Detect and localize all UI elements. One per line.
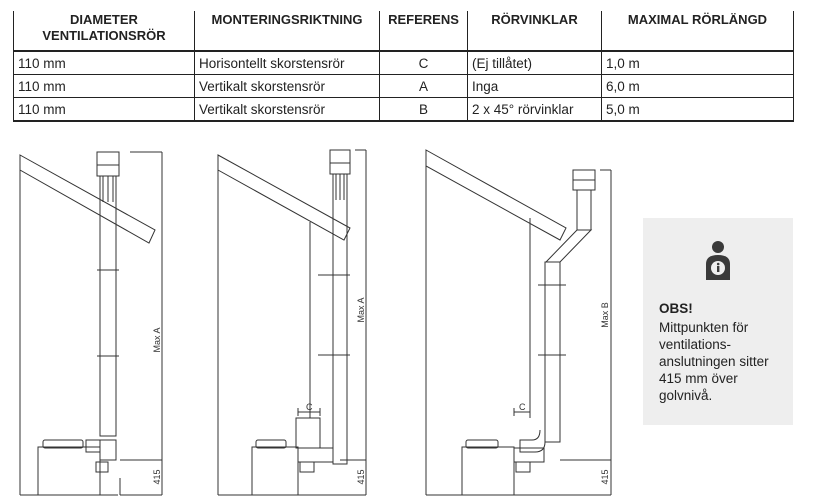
cell-max-length: 1,0 m	[601, 50, 794, 75]
table-row: 110 mm Vertikalt skorstensrör A Inga 6,0…	[13, 74, 794, 98]
label-max-b: Max B	[600, 302, 610, 328]
diagram-vertical-a-left	[19, 151, 163, 496]
vent-pipe	[99, 175, 117, 437]
cell-reference: B	[379, 97, 468, 122]
spec-table: DIAMETER VENTILATIONSRÖR MONTERINGSRIKTN…	[13, 11, 794, 122]
diagram-vertical-b	[425, 149, 612, 496]
vent-pipe	[332, 173, 348, 465]
cell-max-length: 6,0 m	[601, 74, 794, 98]
table-row: 110 mm Horisontellt skorstensrör C (Ej t…	[13, 50, 794, 75]
cell-direction: Vertikalt skorstensrör	[194, 74, 380, 98]
toilet-lid	[255, 439, 287, 449]
cell-angles: 2 x 45° rörvinklar	[467, 97, 602, 122]
cell-diameter: 110 mm	[13, 50, 195, 75]
cell-angles: Inga	[467, 74, 602, 98]
cell-reference: A	[379, 74, 468, 98]
note-title: OBS!	[659, 301, 693, 316]
vent-pipe	[544, 261, 561, 443]
cell-diameter: 110 mm	[13, 74, 195, 98]
roof-slope	[425, 149, 567, 241]
cell-direction: Horisontellt skorstensrör	[194, 50, 380, 75]
header-max-length: MAXIMAL RÖRLÄNGD	[601, 11, 794, 51]
note-body: Mittpunkten för ventilations-anslutninge…	[659, 320, 769, 403]
cell-max-length: 5,0 m	[601, 97, 794, 122]
toilet-unit	[461, 446, 515, 496]
table-header-row: DIAMETER VENTILATIONSRÖR MONTERINGSRIKTN…	[13, 11, 794, 51]
header-angles: RÖRVINKLAR	[467, 11, 602, 51]
toilet-lid	[465, 439, 499, 449]
label-415-1: 415	[152, 469, 162, 484]
roof-slope	[19, 154, 156, 244]
toilet-lid	[42, 439, 84, 449]
diagram-vertical-a-middle	[217, 149, 367, 496]
label-max-a-2: Max A	[356, 297, 366, 322]
cell-diameter: 110 mm	[13, 97, 195, 122]
cell-reference: C	[379, 50, 468, 75]
toilet-unit	[251, 446, 299, 496]
label-c-2: C	[519, 402, 526, 412]
label-415-3: 415	[600, 469, 610, 484]
chimney-cap	[96, 151, 120, 177]
installation-diagrams: Max A 415 Max A 415 Max B 415 C C	[19, 149, 612, 496]
label-max-a-1: Max A	[152, 327, 162, 352]
roof-slope	[217, 154, 351, 241]
header-diameter: DIAMETER VENTILATIONSRÖR	[13, 11, 195, 51]
table-row: 110 mm Vertikalt skorstensrör B 2 x 45° …	[13, 97, 794, 122]
cell-direction: Vertikalt skorstensrör	[194, 97, 380, 122]
person-info-icon	[706, 241, 730, 280]
pipe-bend-45	[544, 229, 593, 263]
chimney-cap	[329, 149, 351, 175]
label-415-2: 415	[356, 469, 366, 484]
note-box: OBS! Mittpunkten för ventilations-anslut…	[643, 218, 793, 425]
toilet-unit	[37, 446, 101, 496]
header-reference: REFERENS	[379, 11, 468, 51]
cell-angles: (Ej tillåtet)	[467, 50, 602, 75]
label-c-1: C	[306, 402, 313, 412]
header-direction: MONTERINGSRIKTNING	[194, 11, 380, 51]
